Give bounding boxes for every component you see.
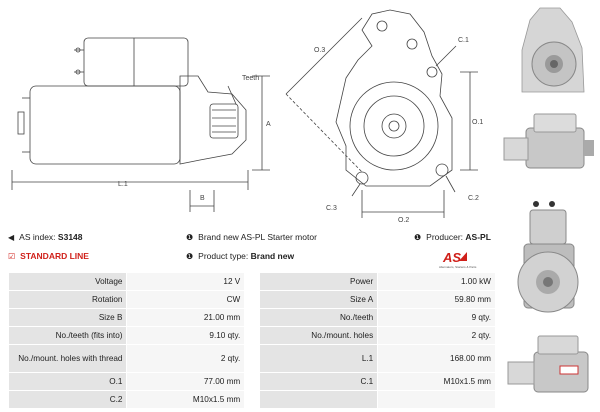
check-box-icon: ☑ [8,251,16,261]
spec-value: 59.80 mm [377,290,496,309]
spec-value: 9.10 qty. [126,326,246,345]
dim-o2-label: O.2 [398,217,409,224]
spec-label: Power [258,272,379,291]
spec-spacer [244,272,260,291]
spec-label: C.1 [258,372,379,391]
tag-icon: ◀ [8,232,15,242]
spec-value: 168.00 mm [377,344,496,373]
dim-c2-label: C.2 [468,195,479,202]
as-index: ◀ AS index: S3148 [8,232,83,242]
dim-c3-label: C.3 [326,205,337,212]
spec-label: Size B [7,308,128,327]
logo-text: AS [442,250,461,265]
description: ❶ Brand new AS-PL Starter motor [186,232,317,242]
spec-value: CW [126,290,246,309]
drive-housing [179,75,247,165]
spec-spacer [244,390,260,409]
producer: ❶ Producer: AS-PL [414,232,491,242]
spec-value: 9 qty. [377,308,496,327]
description-text: Brand new AS-PL Starter motor [198,232,317,242]
spec-value: 1.00 kW [377,272,496,291]
dim-b-label: B [200,195,205,202]
spec-spacer [244,372,260,391]
dim-o3-label: O.3 [314,47,325,54]
spec-value: M10x1.5 mm [126,390,246,409]
spec-label: No./teeth (fits into) [7,326,128,345]
spec-label: Rotation [7,290,128,309]
spec-label: No./mount. holes [258,326,379,345]
spec-label: Voltage [7,272,128,291]
dim-a-label: A [266,121,271,128]
as-index-value: S3148 [57,232,83,242]
product-type-label: Product type: [198,251,249,261]
spec-label: L.1 [258,344,379,373]
producer-value: AS-PL [465,232,491,242]
product-type-value: Brand new [250,251,295,261]
shaft-hole [381,113,407,139]
dim-l1-label: L.1 [118,181,128,188]
as-index-label: AS index: [19,232,56,242]
spec-value: 2 qty. [126,344,246,373]
front-view-outline [335,9,453,187]
info-icon: ❶ [414,232,422,242]
technical-drawing: Teeth A B L.1 O.1 O.2 O.3 C.1 C.2 C.3 [11,9,483,224]
logo-tagline: Alternators, Starters & Parts [439,265,477,269]
spec-spacer [244,308,260,327]
spec-spacer [244,290,260,309]
dim-c1-label: C.1 [458,37,469,44]
spec-value: 2 qty. [377,326,496,345]
teeth-label: Teeth [242,75,259,82]
dim-o1-label: O.1 [472,119,483,126]
spec-value: 77.00 mm [126,372,246,391]
spec-value: 12 V [126,272,246,291]
spec-spacer [244,326,260,345]
spec-value: 21.00 mm [126,308,246,327]
photo-front-view [521,7,585,93]
product-type: ❶ Product type: Brand new [186,251,294,261]
producer-label: Producer: [426,232,464,242]
product-info: ◀ AS index: S3148 ☑ STANDARD LINE ❶ Bran… [8,232,496,266]
spec-label: C.2 [7,390,128,409]
photo-side-view-1 [503,113,594,169]
info-icon: ❶ [186,232,194,242]
photo-rear-view [517,251,579,313]
front-flange [349,81,439,171]
spec-label: Size A [258,290,379,309]
spec-spacer [244,344,260,373]
spec-label: No./teeth [258,308,379,327]
standard-line: ☑ STANDARD LINE [8,251,89,261]
photo-side-view-2 [507,335,589,393]
motor-body [29,85,181,165]
spec-value: M10x1.5 mm [377,372,496,391]
spec-label [258,390,379,409]
as-pl-logo: AS Alternators, Starters & Parts [439,250,477,269]
info-icon: ❶ [186,251,194,261]
spec-label: No./mount. holes with thread [7,344,128,373]
spec-row: No./teeth (fits into)9.10 qty. No./mount.… [7,326,496,345]
spec-value [377,390,496,409]
standard-line-label: STANDARD LINE [20,251,89,261]
product-photos [503,7,594,393]
spec-label: O.1 [7,372,128,391]
solenoid-body [83,37,189,87]
